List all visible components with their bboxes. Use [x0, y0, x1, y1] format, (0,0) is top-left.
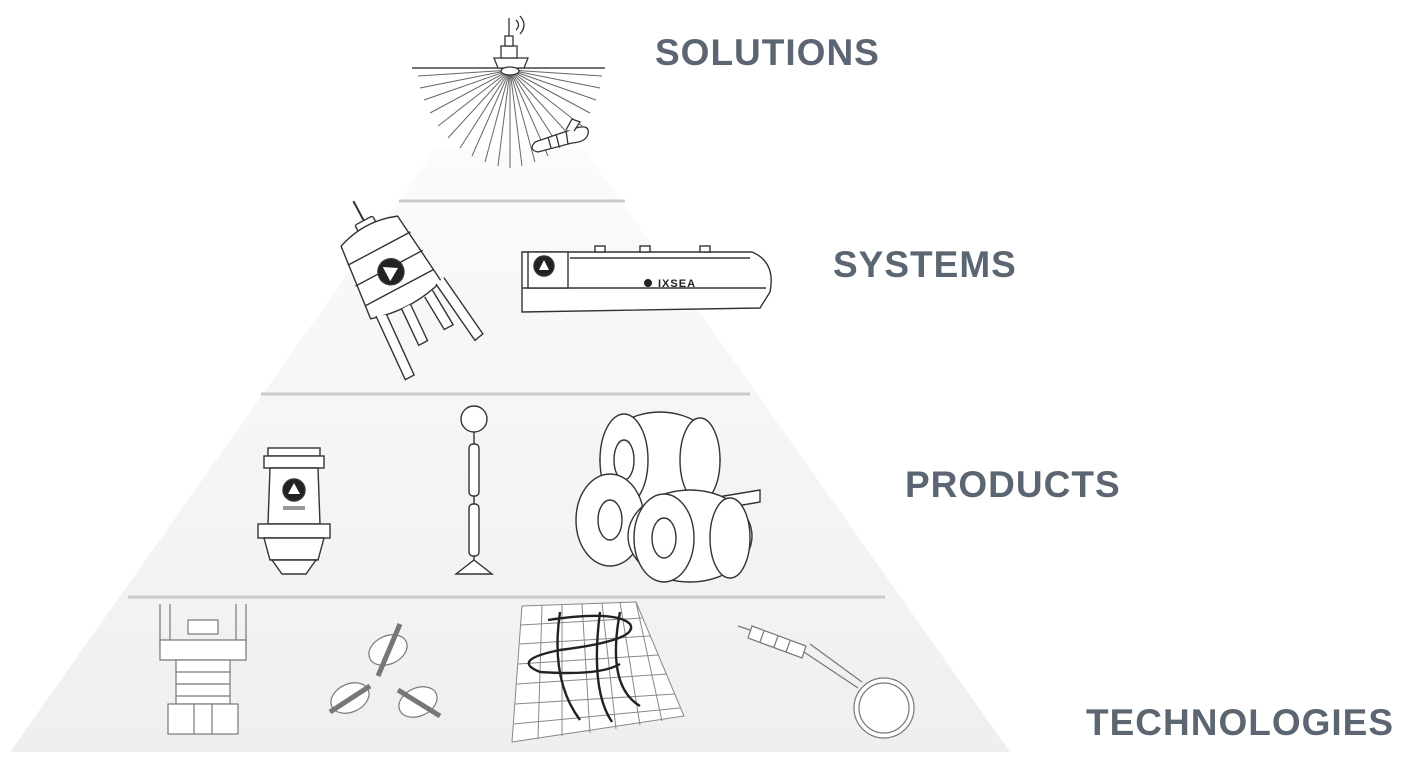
surface-vessel-sonar-icon — [412, 15, 605, 168]
tier-label-systems: SYSTEMS — [833, 244, 1017, 285]
ixsea-auv-icon: IXSEA — [521, 245, 772, 313]
tier-label-technologies: TECHNOLOGIES — [1086, 702, 1395, 743]
acoustic-release-string-icon — [453, 405, 495, 575]
fiber-optic-grid-icon — [511, 601, 685, 743]
valve-cross-section-icon — [159, 604, 247, 735]
piezo-transducer-discs-icon — [328, 623, 442, 719]
hydrophone-probe-icon — [737, 625, 915, 739]
pyramid-body — [10, 150, 1010, 752]
transponder-beacon-icon — [340, 200, 484, 381]
fiber-optic-gyro-coils-icon — [575, 411, 761, 583]
auv-brand-marking: IXSEA — [658, 278, 696, 290]
tier-label-solutions: SOLUTIONS — [655, 32, 880, 73]
inertial-sensor-canister-icon — [257, 447, 331, 575]
towed-fish-icon — [531, 118, 589, 153]
tier-label-products: PRODUCTS — [905, 464, 1121, 505]
